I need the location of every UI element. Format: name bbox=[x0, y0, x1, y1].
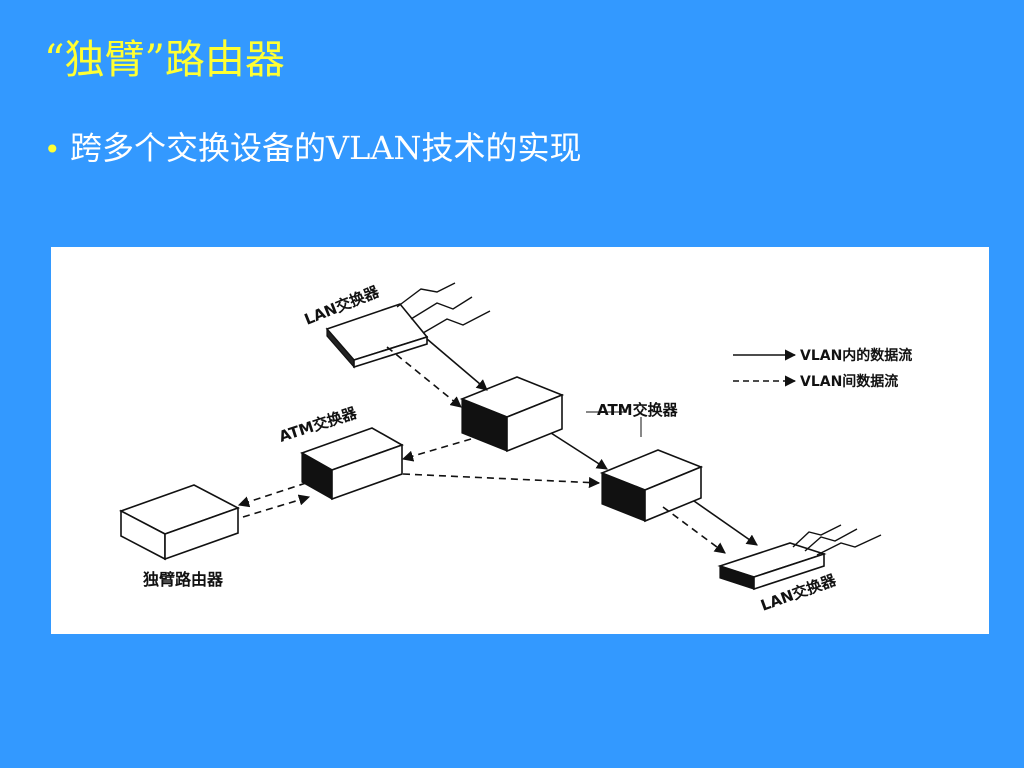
network-diagram-svg: LAN交换器 ATM交换器 ATM交换器 bbox=[119, 282, 912, 615]
legend-solid-label: VLAN内的数据流 bbox=[800, 347, 912, 364]
legend: VLAN内的数据流 VLAN间数据流 bbox=[733, 347, 912, 390]
lan-switch-top: LAN交换器 bbox=[302, 282, 491, 369]
atm-switch-right: ATM交换器 bbox=[586, 401, 704, 523]
atm-switch-right-label: ATM交换器 bbox=[597, 401, 679, 419]
network-diagram: LAN交换器 ATM交换器 ATM交换器 bbox=[51, 247, 989, 634]
bullet-dot-icon: • bbox=[44, 133, 61, 166]
atm-switch-center bbox=[459, 376, 565, 453]
one-arm-router: 独臂路由器 bbox=[119, 484, 240, 589]
bullet-text: 跨多个交换设备的VLAN技术的实现 bbox=[70, 129, 582, 167]
legend-dashed-label: VLAN间数据流 bbox=[800, 373, 898, 390]
data-flows bbox=[237, 338, 758, 554]
one-arm-router-label: 独臂路由器 bbox=[143, 570, 224, 589]
lan-switch-bottom: LAN交换器 bbox=[717, 524, 882, 615]
atm-switch-left: ATM交换器 bbox=[277, 403, 404, 501]
slide-title: “独臂”路由器 bbox=[44, 37, 285, 83]
bullet-item: • 跨多个交换设备的VLAN技术的实现 bbox=[44, 126, 581, 172]
